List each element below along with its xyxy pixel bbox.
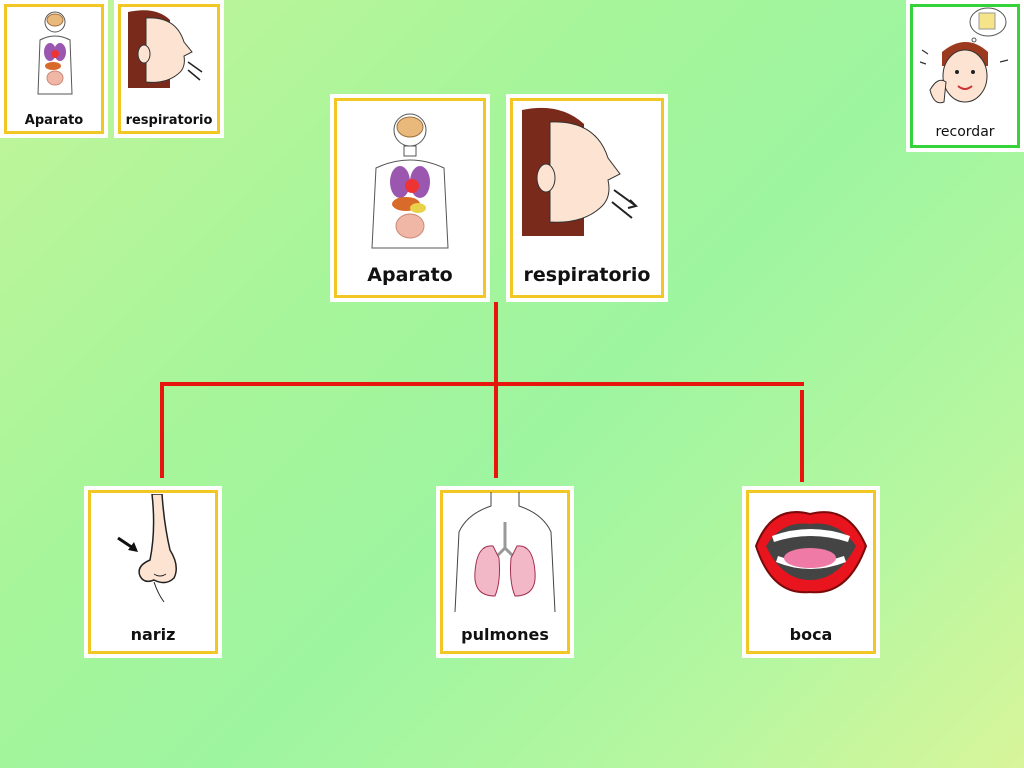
title-card-respiratorio[interactable]: respiratorio xyxy=(506,94,668,302)
mouth-icon xyxy=(754,511,868,594)
title-label-respiratorio: respiratorio xyxy=(523,264,651,286)
recordar-label: recordar xyxy=(935,124,995,140)
title-label-aparato: Aparato xyxy=(367,264,453,286)
mini-label-respiratorio: respiratorio xyxy=(125,113,213,128)
title-card-aparato[interactable]: Aparato xyxy=(330,94,490,302)
connector-vertical-main xyxy=(494,302,498,386)
child-label-boca: boca xyxy=(789,625,833,644)
connector-right xyxy=(800,390,804,482)
breathing-face-icon xyxy=(522,107,638,236)
card-nariz[interactable]: nariz xyxy=(84,486,222,658)
child-label-nariz: nariz xyxy=(130,625,176,644)
remember-face-icon xyxy=(919,7,1009,104)
mini-label-aparato: Aparato xyxy=(24,113,84,128)
mini-card-respiratorio[interactable]: respiratorio xyxy=(114,0,224,138)
breathing-face-icon xyxy=(128,10,203,89)
lungs-icon xyxy=(454,492,556,612)
card-boca[interactable]: boca xyxy=(742,486,880,658)
mini-card-aparato[interactable]: Aparato xyxy=(0,0,108,138)
recordar-card[interactable]: recordar xyxy=(906,0,1024,152)
child-label-pulmones: pulmones xyxy=(461,625,549,644)
connector-left xyxy=(160,382,164,478)
card-pulmones[interactable]: pulmones xyxy=(436,486,574,658)
connector-horizontal xyxy=(160,382,804,386)
body-organs-icon xyxy=(37,11,73,95)
nose-icon xyxy=(117,494,177,603)
body-organs-icon xyxy=(371,113,449,249)
connector-center xyxy=(494,382,498,478)
